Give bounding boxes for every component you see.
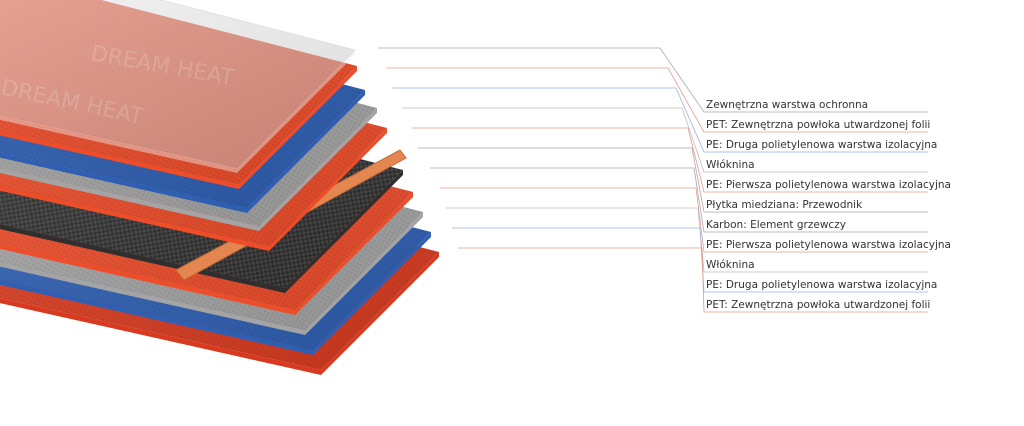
leader-line-2 [386,67,928,133]
layer-label-6: Płytka miedziana: Przewodnik [706,199,863,211]
layer-label-4: Włóknina [706,159,755,171]
layer-label-3: PE: Druga polietylenowa warstwa izolacyj… [706,139,938,151]
leader-line-11 [458,247,928,313]
layer-label-10: PE: Druga polietylenowa warstwa izolacyj… [706,279,938,291]
leader-line-7 [430,167,928,233]
layer-label-8: PE: Pierwsza polietylenowa warstwa izola… [706,239,951,251]
layer-label-2: PET: Zewnętrzna powłoka utwardzonej foli… [706,119,931,131]
layer-label-1: Zewnętrzna warstwa ochronna [706,99,869,111]
leader-line-3 [392,87,928,153]
leader-line-6 [418,147,928,213]
layer-label-5: PE: Pierwsza polietylenowa warstwa izola… [706,179,951,191]
leader-line-8 [440,187,928,253]
leader-line-5 [412,127,928,193]
leader-line-4 [402,107,928,173]
layer-label-7: Karbon: Element grzewczy [706,219,846,231]
layer-label-11: PET: Zewnętrzna powłoka utwardzonej foli… [706,299,931,311]
layer-sheet-1 [0,0,356,173]
layer-label-9: Włóknina [706,259,755,271]
leader-line-1 [378,47,928,113]
